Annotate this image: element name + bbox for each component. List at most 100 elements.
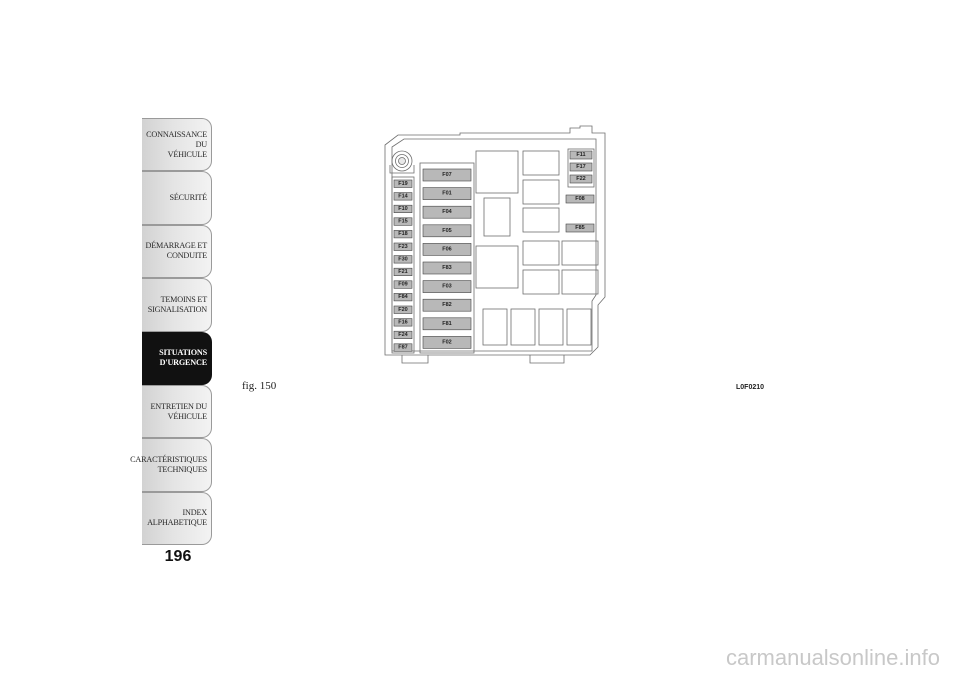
fuse-f11 <box>569 150 593 160</box>
fuse-label: F84 <box>398 294 408 300</box>
fuse-label: F24 <box>398 332 408 338</box>
tab-situations-d-urgence[interactable]: SITUATIONS D'URGENCE <box>142 331 212 385</box>
tab-label: INDEX ALPHABETIQUE <box>147 508 207 528</box>
fuse-f08 <box>565 194 595 204</box>
fuse-label: F19 <box>398 181 407 187</box>
fuse-label: F07 <box>442 172 451 178</box>
fuse-f85 <box>565 223 595 233</box>
fuse-label: F85 <box>575 225 584 231</box>
fuse-f82 <box>422 298 472 312</box>
fuse-label: F05 <box>442 228 451 234</box>
fuse-label: F83 <box>442 265 451 271</box>
fuse-label: F14 <box>398 193 408 199</box>
fuse-f06 <box>422 243 472 256</box>
fuse-label: F30 <box>398 256 407 262</box>
fuse-label: F09 <box>398 282 407 288</box>
fuse-f19 <box>393 179 413 188</box>
fuse-f02 <box>422 336 472 349</box>
figure-code: L0F0210 <box>736 384 765 391</box>
fuse-f14 <box>393 192 413 201</box>
fuse-label: F01 <box>442 191 451 197</box>
tab-entretien-du-vehicule[interactable]: ENTRETIEN DU VÉHICULE <box>142 384 212 439</box>
fuse-f17 <box>569 162 593 172</box>
watermark: carmanualsonline.info <box>725 645 940 670</box>
relay-slot <box>510 308 536 346</box>
fuse-label: F10 <box>398 206 407 212</box>
tab-connaissance-du-vehicule[interactable]: CONNAISSANCE DU VÉHICULE <box>142 118 212 172</box>
fuse-label: F82 <box>442 302 451 308</box>
relay-slot <box>475 245 519 289</box>
fuse-f03 <box>422 280 472 293</box>
fuse-f87 <box>393 343 413 352</box>
page-number: 196 <box>164 548 192 565</box>
chapter-tabs: CONNAISSANCE DU VÉHICULE SÉCURITÉ DÉMARR… <box>130 118 212 546</box>
left-fuse-column: F19F14F10F15F18F23F30F21F09F84F20F16F24F… <box>393 179 413 352</box>
fuse-label: F11 <box>576 152 585 158</box>
fuse-f18 <box>393 230 413 239</box>
tab-label: TEMOINS ET SIGNALISATION <box>147 294 207 314</box>
tab-caracteristiques-techniques[interactable]: CARACTÉRISTIQUES TECHNIQUES <box>130 438 212 492</box>
fuse-label: F04 <box>442 209 452 215</box>
fuse-label: F15 <box>398 219 407 225</box>
tab-demarrage-et-conduite[interactable]: DÉMARRAGE ET CONDUITE <box>142 224 212 279</box>
tab-label: SÉCURITÉ <box>169 193 207 203</box>
relay-slot <box>475 150 519 194</box>
fuse-f84 <box>393 293 413 302</box>
fuse-f01 <box>422 187 472 200</box>
tab-securite[interactable]: SÉCURITÉ <box>142 171 212 225</box>
tab-label: SITUATIONS D'URGENCE <box>159 348 207 368</box>
fuse-f24 <box>393 330 413 339</box>
fuse-label: F22 <box>576 176 585 182</box>
relay-slot <box>561 240 599 266</box>
fuse-f10 <box>393 204 413 213</box>
tab-label: DÉMARRAGE ET CONDUITE <box>145 241 207 261</box>
relay-slot <box>522 207 560 233</box>
fuse-f16 <box>393 318 413 327</box>
mounting-bolt <box>391 150 413 172</box>
fuse-f21 <box>393 267 413 276</box>
fuse-f05 <box>422 224 472 238</box>
fuse-f83 <box>422 261 472 275</box>
tab-label: ENTRETIEN DU VÉHICULE <box>150 401 208 421</box>
fuse-label: F18 <box>398 231 407 237</box>
fuse-f30 <box>393 255 413 264</box>
relay-slot <box>538 308 564 346</box>
fuse-f07 <box>422 168 472 182</box>
fuse-box-diagram: F19F14F10F15F18F23F30F21F09F84F20F16F24F… <box>384 125 606 364</box>
fuse-f23 <box>393 242 413 251</box>
fuse-label: F81 <box>442 321 451 327</box>
fuse-label: F02 <box>442 339 451 345</box>
fuse-f20 <box>393 305 413 314</box>
fuse-label: F08 <box>575 196 584 202</box>
fuse-label: F17 <box>576 164 585 170</box>
relay-slot <box>522 269 560 295</box>
fuse-f81 <box>422 317 472 331</box>
relay-slot <box>522 179 560 205</box>
fuse-f15 <box>393 217 413 226</box>
fuse-label: F87 <box>398 345 407 351</box>
relay-slot <box>522 150 560 176</box>
fuse-f04 <box>422 205 472 219</box>
relay-slot <box>522 240 560 266</box>
tab-temoins-et-signalisation[interactable]: TEMOINS ET SIGNALISATION <box>142 278 212 332</box>
relay-slot <box>561 269 599 295</box>
fuse-label: F20 <box>398 307 407 313</box>
figure-caption: fig. 150 <box>242 380 277 392</box>
fuse-label: F21 <box>398 269 407 275</box>
fuse-f22 <box>569 174 593 184</box>
relay-slot <box>566 308 592 346</box>
tab-label: CARACTÉRISTIQUES TECHNIQUES <box>130 455 207 475</box>
fuse-label: F23 <box>398 244 407 250</box>
fuse-label: F16 <box>398 319 407 325</box>
fuse-label: F06 <box>442 246 451 252</box>
fuse-label: F03 <box>442 284 451 290</box>
relay-slot <box>482 308 508 346</box>
relay-slot <box>483 197 511 237</box>
tab-index-alphabetique[interactable]: INDEX ALPHABETIQUE <box>142 491 212 546</box>
tab-label: CONNAISSANCE DU VÉHICULE <box>146 129 207 159</box>
fuse-box-housing <box>384 125 606 356</box>
fuse-f09 <box>393 280 413 289</box>
